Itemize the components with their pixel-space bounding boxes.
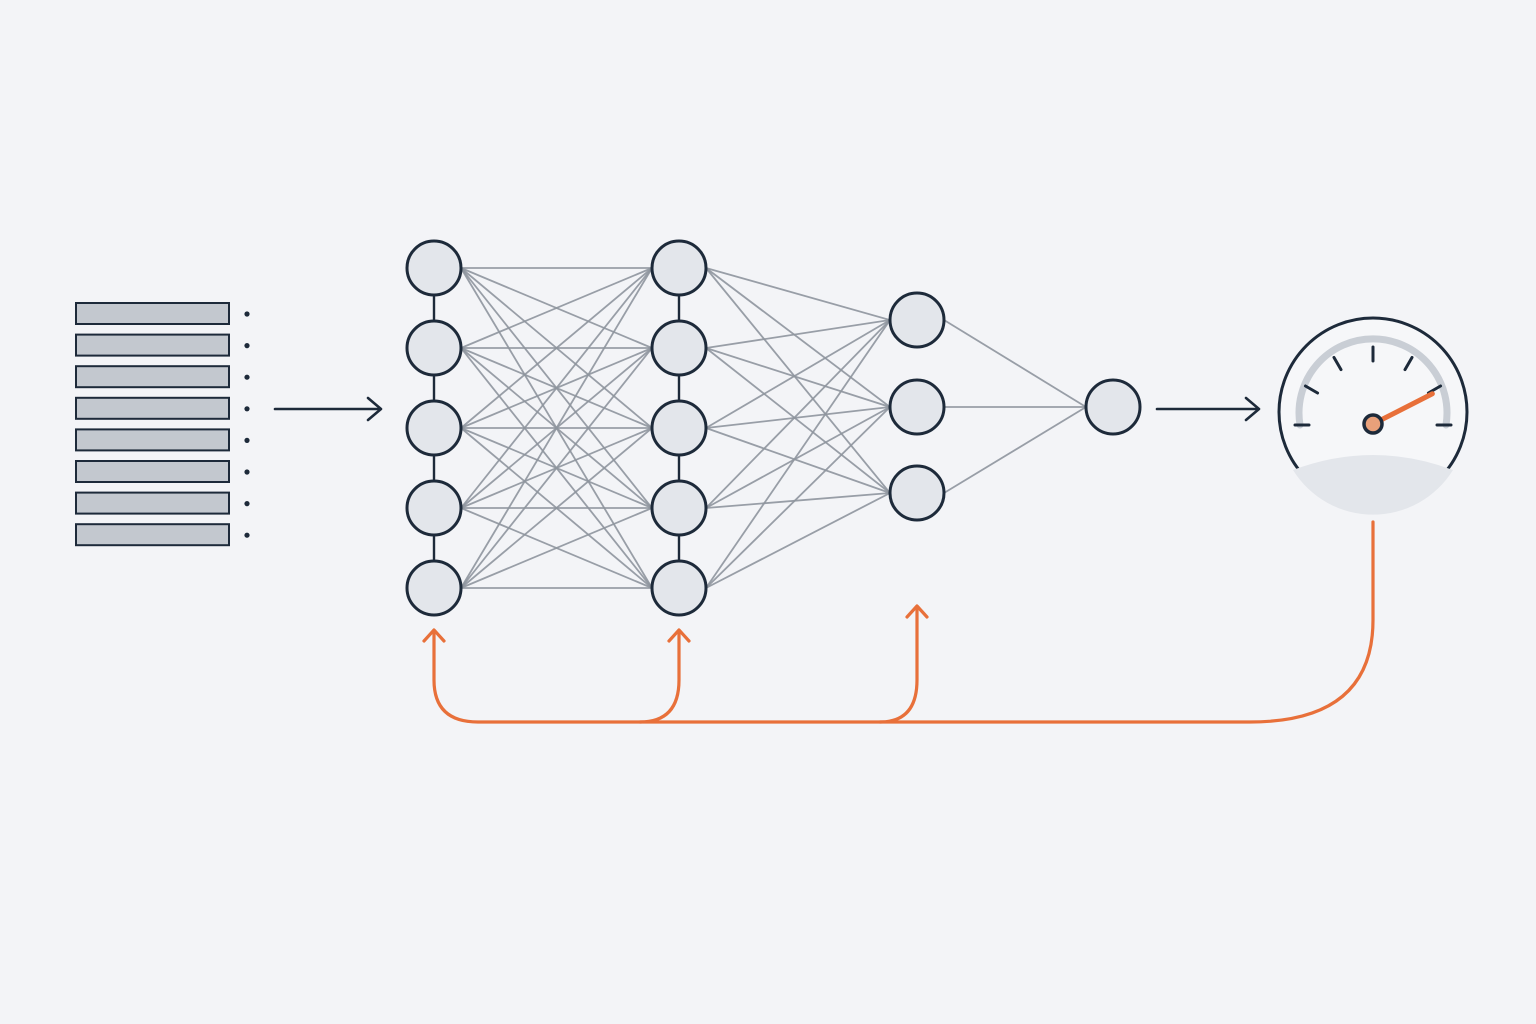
connection-line [705, 347, 891, 494]
data-row [75, 428, 230, 452]
gauge-icon [1277, 316, 1469, 515]
data-row-dot [244, 501, 250, 507]
connection-line [705, 267, 891, 321]
connection-line [943, 319, 1087, 408]
input-layer-node [405, 559, 463, 617]
hidden-layer-2-node [888, 291, 946, 349]
connection-line [705, 427, 891, 494]
data-row-dot [244, 532, 250, 538]
connection-line [705, 406, 891, 589]
connection-line [460, 267, 653, 349]
connection-line [705, 406, 891, 429]
connection-line [705, 492, 891, 589]
feedback-main-line [432, 520, 1375, 724]
gauge-fill [1293, 455, 1453, 515]
feedback-arrowhead-hidden-layer-2 [905, 604, 929, 619]
data-row-dot [244, 437, 250, 443]
data-row [75, 523, 230, 547]
hidden-layer-2-node [888, 464, 946, 522]
feedback-arrowhead-input-layer [422, 628, 446, 643]
hidden-layer-node [650, 239, 708, 297]
connection-line [460, 267, 653, 509]
data-row-dot [244, 469, 250, 475]
feedback-branch-hidden-layer [638, 630, 681, 724]
data-row [75, 333, 230, 357]
gauge-tick [1403, 355, 1414, 372]
data-row [75, 396, 230, 420]
connection-line [705, 492, 891, 509]
data-row-dot [244, 343, 250, 349]
output-layer-node [1084, 378, 1142, 436]
connection-line [705, 319, 891, 349]
connection-line [460, 427, 653, 589]
hidden-layer-node [650, 559, 708, 617]
input-data-icon [75, 302, 250, 547]
data-row-dot [244, 374, 250, 380]
data-row-dot [244, 406, 250, 412]
network-connections [460, 267, 1087, 589]
connection-line [460, 347, 653, 589]
gauge-hub [1362, 413, 1384, 435]
hidden-layer-2-node [888, 378, 946, 436]
connection-line [705, 406, 891, 509]
connection-line [705, 267, 891, 408]
feedback-arrow-icon [422, 520, 1375, 724]
data-row [75, 460, 230, 483]
data-row [75, 365, 230, 389]
gauge-ticks [1293, 345, 1453, 427]
data-row [75, 302, 230, 325]
hidden-layer-node [650, 479, 708, 537]
data-row-dot [244, 311, 250, 317]
gauge-tick [1332, 355, 1343, 372]
connection-line [460, 507, 653, 589]
connection-line [705, 319, 891, 589]
connection-line [705, 319, 891, 509]
output-arrow-head [1244, 396, 1261, 422]
connection-line [705, 347, 891, 408]
input-layer-node [405, 239, 463, 297]
connection-line [460, 267, 653, 589]
gauge-tick [1303, 384, 1320, 395]
network-nodes [405, 239, 1142, 617]
input-layer-node [405, 399, 463, 457]
input-layer-node [405, 319, 463, 377]
hidden-layer-node [650, 319, 708, 377]
connection-line [943, 406, 1087, 494]
connection-line [705, 267, 891, 494]
connection-line [705, 319, 891, 429]
input-layer-node [405, 479, 463, 537]
connection-line [460, 267, 653, 429]
feedback-arrowhead-hidden-layer [667, 628, 691, 643]
hidden-layer-node [650, 399, 708, 457]
data-row [75, 491, 230, 515]
gauge-arc [1295, 335, 1451, 429]
gauge-needle [1370, 391, 1435, 427]
input-arrow-head [366, 396, 383, 422]
feedback-branch-hidden-layer-2 [878, 606, 919, 724]
gauge-tick [1426, 384, 1443, 395]
